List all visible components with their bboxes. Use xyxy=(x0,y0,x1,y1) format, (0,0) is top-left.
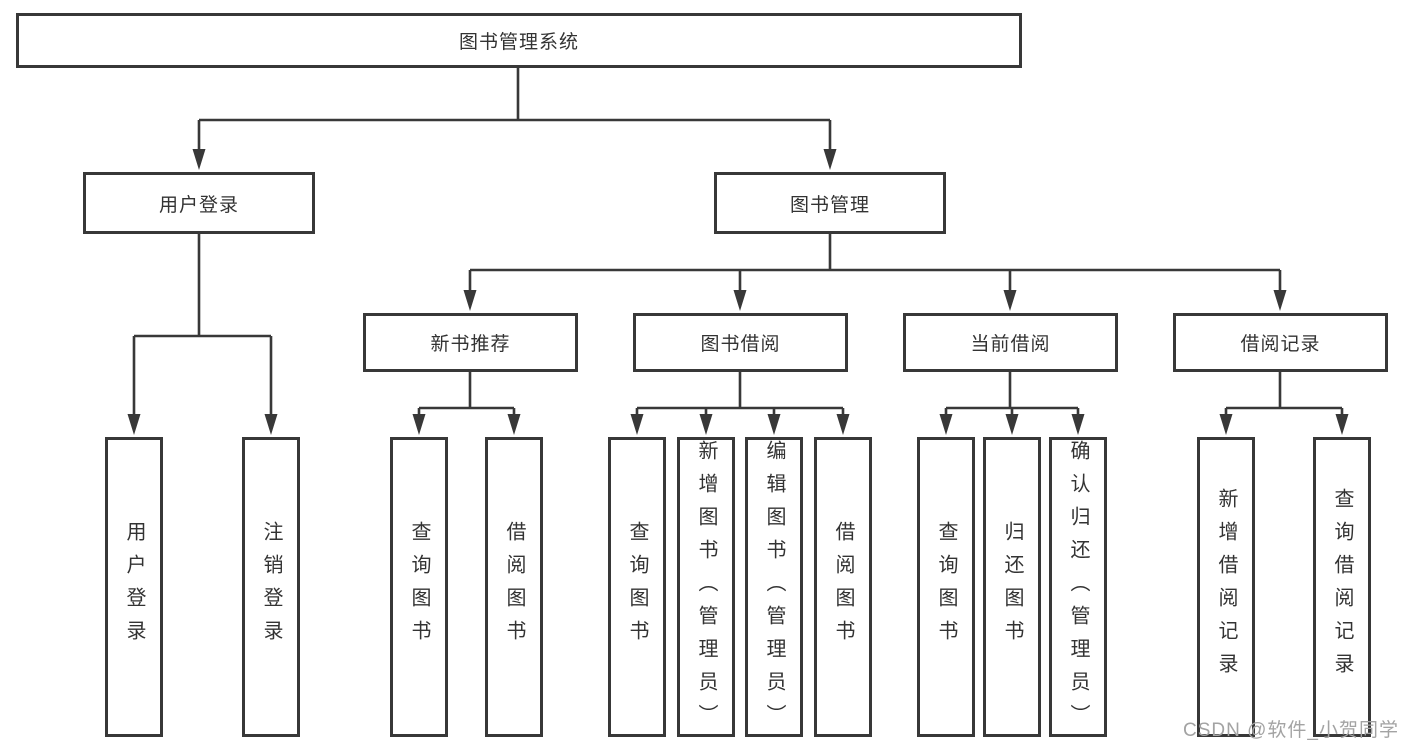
leaf-label: 借阅图书 xyxy=(832,521,854,653)
leaf-label: 查询图书 xyxy=(935,521,957,653)
leaf-label: 归还图书 xyxy=(1001,521,1023,653)
leaf-label: 查询借阅记录 xyxy=(1331,488,1353,686)
leaf-label: 借阅图书 xyxy=(503,521,525,653)
node-user-login: 用户登录 xyxy=(83,172,315,234)
leaf-add-books-admin: 新增图书（管理员） xyxy=(677,437,735,737)
leaf-query-borrow-record: 查询借阅记录 xyxy=(1313,437,1371,737)
connector-borrowing-records-children xyxy=(1219,372,1349,435)
leaf-user-login: 用户登录 xyxy=(105,437,163,737)
connector-book-borrowing-children xyxy=(630,372,850,435)
leaf-edit-books-admin: 编辑图书（管理员） xyxy=(745,437,803,737)
node-book-management: 图书管理 xyxy=(714,172,946,234)
node-borrowing-records: 借阅记录 xyxy=(1173,313,1388,372)
leaf-query-books-recommend: 查询图书 xyxy=(390,437,448,737)
leaf-label: 新增借阅记录 xyxy=(1215,488,1237,686)
leaf-add-borrow-record: 新增借阅记录 xyxy=(1197,437,1255,737)
node-library-management-system: 图书管理系统 xyxy=(16,13,1022,68)
leaf-borrow-books-borrow: 借阅图书 xyxy=(814,437,872,737)
connector-new-book-recommendation-children xyxy=(412,372,521,435)
leaf-label: 查询图书 xyxy=(408,521,430,653)
leaf-return-books: 归还图书 xyxy=(983,437,1041,737)
leaf-label: 新增图书（管理员） xyxy=(695,440,717,737)
leaf-logout-login: 注销登录 xyxy=(242,437,300,737)
connector-root-to-level2 xyxy=(192,68,837,170)
leaf-borrow-books-recommend: 借阅图书 xyxy=(485,437,543,737)
leaf-confirm-return-admin: 确认归还（管理员） xyxy=(1049,437,1107,737)
connector-user-login-children xyxy=(127,234,278,435)
leaf-query-books-borrow: 查询图书 xyxy=(608,437,666,737)
node-current-borrowing: 当前借阅 xyxy=(903,313,1118,372)
leaf-label: 编辑图书（管理员） xyxy=(763,440,785,737)
leaf-label: 注销登录 xyxy=(260,521,282,653)
csdn-watermark: CSDN @软件_小贺同学 xyxy=(1183,720,1399,741)
leaf-label: 查询图书 xyxy=(626,521,648,653)
node-new-book-recommendation: 新书推荐 xyxy=(363,313,578,372)
leaf-label: 确认归还（管理员） xyxy=(1067,440,1089,737)
leaf-query-books-current: 查询图书 xyxy=(917,437,975,737)
connector-current-borrowing-children xyxy=(939,372,1085,435)
node-book-borrowing: 图书借阅 xyxy=(633,313,848,372)
leaf-label: 用户登录 xyxy=(123,521,145,653)
connector-book-management-children xyxy=(463,234,1287,311)
